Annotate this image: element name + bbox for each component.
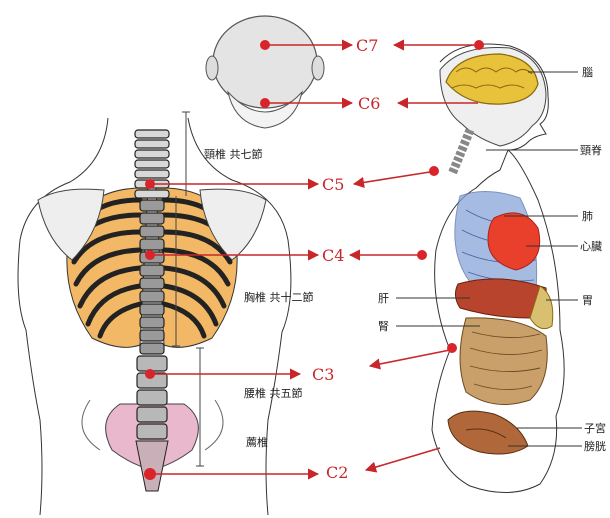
label-lungs: 肺 (582, 210, 593, 223)
label-stomach: 胃 (582, 294, 593, 307)
marker-spine-c2 (144, 468, 156, 480)
marker-head-top-c6 (260, 98, 270, 108)
sacrum (136, 441, 168, 491)
label-c5: C5 (322, 175, 344, 194)
vertebra (140, 213, 164, 224)
vertebra (135, 150, 169, 158)
arrow-c2-right (366, 448, 440, 470)
vertebra (140, 304, 164, 315)
label-heart: 心臟 (580, 239, 602, 253)
vertebra (140, 317, 164, 328)
label-liver: 肝 (378, 292, 389, 305)
vertebra (140, 343, 164, 354)
marker-head-top-c7 (260, 40, 270, 50)
cervical-spine-side (452, 130, 470, 174)
vertebra (135, 140, 169, 148)
label-thoracic: 胸椎 共十二節 (244, 290, 314, 304)
marker-side-c7 (474, 40, 484, 50)
vertebra (137, 424, 167, 439)
vertebra (140, 200, 164, 211)
pelvic-organs (448, 411, 528, 454)
vertebra (140, 265, 164, 276)
vertebra (137, 390, 167, 405)
vertebra (135, 190, 169, 198)
label-brain: 腦 (582, 65, 593, 79)
label-c2: C2 (326, 463, 348, 482)
vertebra (140, 330, 164, 341)
vertebra (135, 170, 169, 178)
label-lumbar: 腰椎 共五節 (244, 386, 303, 400)
label-c4: C4 (322, 246, 344, 265)
vertebra (135, 160, 169, 168)
label-cervical: 頸椎 共七節 (204, 147, 263, 161)
label-kidney: 腎 (378, 320, 389, 333)
marker-spine-c4 (145, 250, 155, 260)
label-uterus: 子宮 (584, 421, 606, 435)
marker-spine-c3 (145, 369, 155, 379)
arrow-c5-right (354, 172, 430, 184)
label-bladder: 膀胱 (584, 439, 606, 453)
vertebra (137, 407, 167, 422)
vertebra (140, 291, 164, 302)
label-cervical-spine: 頸脊 (580, 143, 602, 157)
marker-side-c4 (417, 250, 427, 260)
label-sacrum: 薦椎 (246, 435, 268, 449)
arrow-c3-right (370, 350, 450, 366)
marker-side-c5 (429, 166, 439, 176)
vertebra (137, 356, 167, 371)
label-c3: C3 (312, 365, 334, 384)
vertebra (140, 226, 164, 237)
label-c6: C6 (358, 94, 380, 113)
vertebra (140, 239, 164, 250)
marker-side-c3 (447, 343, 457, 353)
marker-spine-c5 (145, 179, 155, 189)
vertebra (135, 130, 169, 138)
label-c7: C7 (356, 36, 378, 55)
intestines-shape (460, 318, 547, 405)
vertebra (140, 278, 164, 289)
head-top-view (206, 16, 324, 128)
